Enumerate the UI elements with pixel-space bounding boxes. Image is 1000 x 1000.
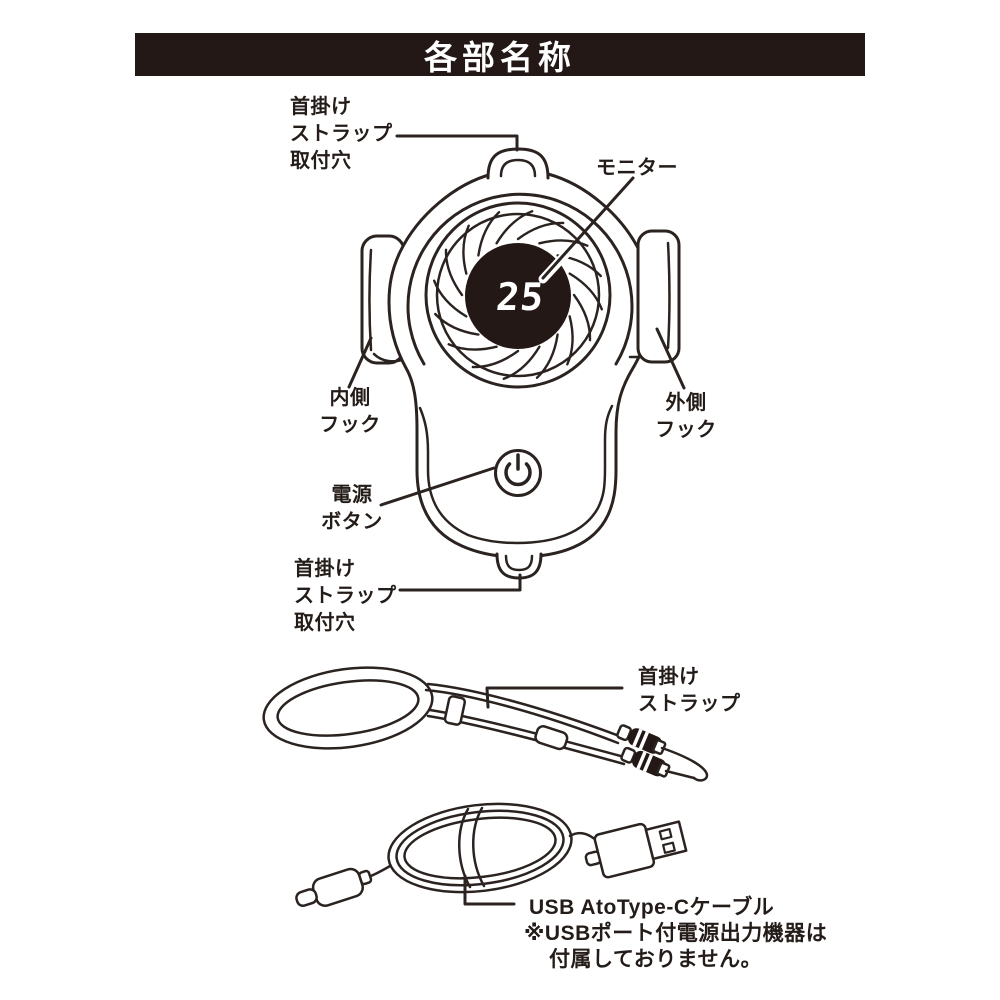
section-header: 各部名称	[135, 33, 865, 76]
monitor-display-value: 25	[494, 275, 546, 319]
strap-adjuster	[534, 725, 569, 751]
device-body	[387, 172, 653, 559]
label-strap-hole-top: 首掛け ストラップ 取付穴	[290, 96, 393, 172]
fan-blade	[434, 312, 480, 336]
fan-blade	[462, 224, 470, 275]
leader-neck-strap	[485, 686, 624, 709]
label-usb-cable: USB AtoType-Cケーブル	[529, 896, 775, 919]
fan-ring-outer	[424, 201, 612, 389]
fan-blade	[502, 345, 541, 380]
leader-outer-hook	[655, 327, 686, 390]
label-usb-note-line1: ※USBポート付電源出力機器は	[524, 922, 828, 945]
device-body-inner-line	[418, 404, 614, 545]
strap-clasp	[616, 724, 667, 755]
leader-strap-hole-top	[395, 134, 519, 152]
fan-blade	[568, 272, 603, 311]
fan-blade	[535, 333, 559, 379]
leader-usb-cable	[463, 874, 516, 906]
fan-ring-inner	[435, 212, 601, 378]
fan-blade	[495, 210, 534, 245]
label-neck-strap: 首掛け ストラップ	[638, 666, 741, 715]
fan-blade	[433, 279, 468, 318]
outer-hook	[628, 229, 681, 364]
label-outer-hook: 外側 フック	[655, 392, 717, 441]
label-inner-hook: 内側 フック	[319, 387, 381, 436]
leader-strap-hole-bottom	[398, 573, 522, 592]
power-button	[494, 449, 542, 497]
usb-a-connector	[584, 820, 688, 879]
strap-cord-lock	[443, 695, 467, 726]
fan-blade	[471, 349, 520, 369]
fan-blade	[516, 221, 565, 241]
label-usb-note-line2: 付属しておりません。	[549, 948, 763, 971]
fan-blade	[566, 315, 574, 366]
page-title: 各部名称	[424, 38, 576, 76]
strap-clasp	[620, 746, 671, 778]
fan-blade	[538, 239, 589, 247]
top-strap-tab	[486, 147, 550, 180]
usb-c-connector	[295, 867, 373, 908]
label-monitor: モニター	[596, 157, 678, 179]
fan-blade	[447, 343, 498, 351]
fan-blades	[433, 210, 603, 380]
leader-inner-hook	[347, 336, 373, 389]
cable-wrap	[472, 806, 486, 888]
label-strap-hole-bottom: 首掛け ストラップ 取付穴	[294, 558, 397, 634]
power-icon	[504, 453, 532, 487]
leader-monitor	[541, 176, 635, 280]
fan-blade	[572, 293, 592, 342]
leader-power-button	[379, 466, 496, 507]
device-illustration: 25	[360, 147, 681, 580]
fan-housing-rim	[406, 192, 634, 366]
neck-strap-illustration	[262, 666, 709, 782]
label-power-button: 電源 ボタン	[321, 484, 383, 533]
fan-blade	[477, 211, 501, 257]
leader-lines	[347, 134, 686, 906]
monitor-display	[465, 243, 571, 349]
fan-blade	[444, 248, 464, 297]
